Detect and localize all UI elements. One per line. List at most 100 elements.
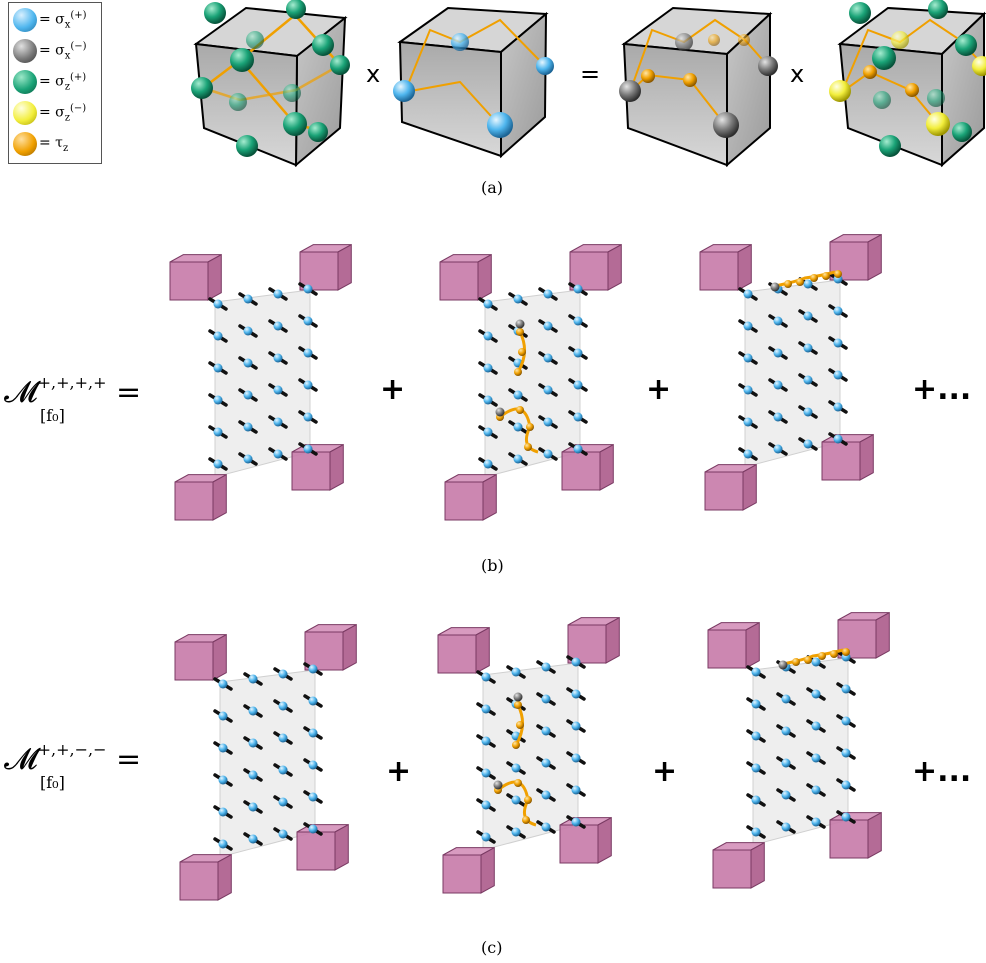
legend-item-sigma-x-minus: = σx(−) (13, 37, 87, 65)
spin-ball (833, 434, 843, 444)
tau-ball (784, 280, 792, 288)
spin-ball (833, 306, 843, 316)
spin-ball (218, 711, 228, 721)
pink-cube-front (169, 261, 209, 301)
green-ball (873, 91, 891, 109)
plus-c-2: + (652, 754, 678, 789)
spin-ball (513, 422, 523, 432)
tau-ball (796, 278, 804, 286)
green-ball (191, 77, 213, 99)
spin-ball (308, 664, 318, 674)
pink-cube-side (480, 846, 495, 894)
label-m-b-sub: [f₀] (40, 406, 65, 425)
spin-ball (841, 748, 851, 758)
pink-cube-side (217, 853, 232, 901)
spin-ball (308, 792, 318, 802)
spin-ball (303, 380, 313, 390)
label-m-c: 𝓜+,+,−,− = (4, 740, 142, 777)
green-ball (312, 34, 334, 56)
spin-ball (481, 800, 491, 810)
spin-ball (243, 422, 253, 432)
pink-cube-side (329, 443, 344, 491)
spin-ball (573, 348, 583, 358)
sigma-minus-ball (495, 407, 505, 417)
green-ball (308, 122, 328, 142)
lattice-sheet (752, 657, 849, 846)
pink-cube-front (174, 481, 214, 521)
spin-ball (243, 326, 253, 336)
spin-ball (811, 721, 821, 731)
caption-c: (c) (481, 938, 503, 957)
spin-ball (781, 694, 791, 704)
green-ball (229, 93, 247, 111)
tau-ball (810, 274, 818, 282)
tau-ball (822, 272, 830, 280)
pink-cube-front (304, 631, 344, 671)
green-ball (330, 55, 350, 75)
green-ball (236, 135, 258, 157)
spin-ball (811, 753, 821, 763)
spin-ball (218, 807, 228, 817)
pink-cube-side (212, 473, 227, 521)
lattice-sheet (214, 289, 311, 478)
tau-ball (834, 270, 842, 278)
spin-ball (773, 348, 783, 358)
pink-cube-front (569, 251, 609, 291)
green-ball (955, 34, 977, 56)
pink-cube-front (444, 481, 484, 521)
tau-ball (514, 701, 522, 709)
spin-ball (541, 694, 551, 704)
spin-ball (481, 832, 491, 842)
spin-ball (543, 353, 553, 363)
spin-ball (773, 316, 783, 326)
yellow-ball (926, 112, 950, 136)
spin-ball (811, 785, 821, 795)
spin-ball (573, 284, 583, 294)
spin-ball (571, 689, 581, 699)
spin-ball (513, 454, 523, 464)
spin-ball (303, 348, 313, 358)
green-ball (849, 2, 871, 24)
pink-cube-side (607, 243, 622, 291)
spin-ball (743, 449, 753, 459)
blue-ball (451, 33, 469, 51)
tau-ball (526, 423, 534, 431)
spin-ball (278, 829, 288, 839)
spin-ball (573, 444, 583, 454)
pink-cube-side (867, 233, 882, 281)
legend-item-tau-z: = τz (13, 130, 68, 158)
gray-ball (619, 80, 641, 102)
yellow-ball (891, 31, 909, 49)
spin-ball (481, 704, 491, 714)
green-ball (879, 135, 901, 157)
tau-ball (830, 650, 838, 658)
pink-cube-front (699, 251, 739, 291)
spin-ball (833, 402, 843, 412)
tau-ball (522, 816, 530, 824)
tau-ball (524, 796, 532, 804)
yellow-ball (972, 56, 986, 76)
spin-ball (803, 375, 813, 385)
spin-ball (543, 321, 553, 331)
spin-ball (213, 331, 223, 341)
spin-ball (213, 427, 223, 437)
pink-cube-side (875, 611, 890, 659)
spin-ball (513, 390, 523, 400)
spin-ball (218, 679, 228, 689)
spin-ball (273, 353, 283, 363)
spin-ball (781, 790, 791, 800)
spin-ball (308, 696, 318, 706)
spin-ball (273, 289, 283, 299)
pink-cube-side (212, 633, 227, 681)
spin-ball (273, 449, 283, 459)
cube-a2 (397, 6, 549, 159)
spin-ball (571, 721, 581, 731)
spin-ball (811, 689, 821, 699)
plus-more-b: +... (912, 372, 972, 407)
tau-ball (516, 406, 524, 414)
spin-ball (751, 731, 761, 741)
spin-ball (483, 459, 493, 469)
spin-ball (248, 738, 258, 748)
spin-ball (743, 353, 753, 363)
green-ball (230, 48, 254, 72)
